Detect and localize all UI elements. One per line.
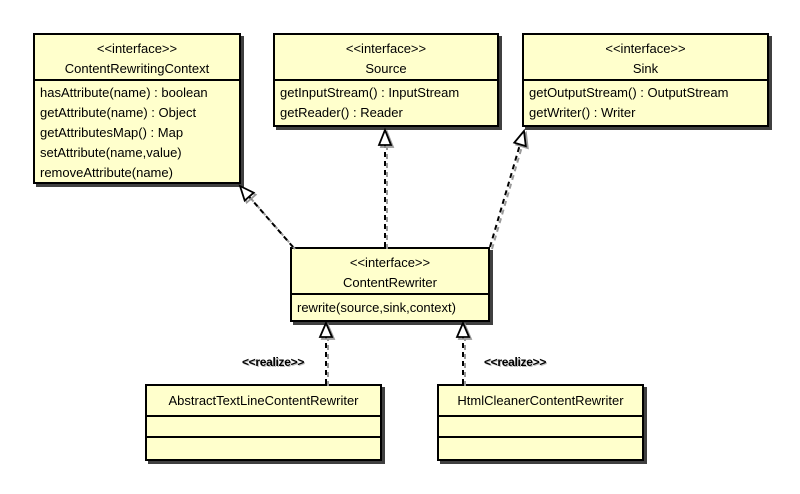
methods-compartment: getInputStream() : InputStream getReader…: [275, 81, 497, 123]
class-box-abstract-text-line-content-rewriter: AbstractTextLineContentRewriter: [145, 384, 382, 461]
class-name: Source: [365, 61, 407, 76]
stereotype-label: <<interface>>: [349, 255, 431, 270]
realization-arrow-source: [377, 127, 395, 249]
method-item: setAttribute(name,value): [40, 145, 182, 160]
method-item: getAttribute(name) : Object: [40, 105, 197, 120]
class-header: <<interface>> ContentRewriter: [292, 249, 488, 295]
methods-compartment: [147, 438, 380, 459]
stereotype-label: <<interface>>: [345, 41, 427, 56]
class-header: <<interface>> Sink: [524, 35, 767, 81]
class-name: AbstractTextLineContentRewriter: [147, 386, 380, 417]
method-item: rewrite(source,sink,context): [297, 300, 456, 315]
class-header: <<interface>> ContentRewritingContext: [35, 35, 239, 81]
method-item: getInputStream() : InputStream: [280, 85, 460, 100]
class-box-html-cleaner-content-rewriter: HtmlCleanerContentRewriter: [437, 384, 644, 461]
class-box-content-rewriter: <<interface>> ContentRewriter rewrite(so…: [290, 247, 490, 322]
attributes-compartment: [439, 417, 642, 438]
method-item: removeAttribute(name): [40, 165, 173, 180]
class-name: Sink: [632, 61, 659, 76]
class-box-sink: <<interface>> Sink getOutputStream() : O…: [522, 33, 769, 127]
realization-arrow-sink: [489, 128, 529, 250]
class-name: HtmlCleanerContentRewriter: [439, 386, 642, 417]
method-item: getAttributesMap() : Map: [40, 125, 184, 140]
class-name: ContentRewritingContext: [64, 61, 210, 76]
methods-compartment: rewrite(source,sink,context): [292, 295, 488, 318]
methods-compartment: getOutputStream() : OutputStream getWrit…: [524, 81, 767, 123]
stereotype-label: <<interface>>: [96, 41, 178, 56]
method-item: getReader() : Reader: [280, 105, 403, 120]
realization-arrow-context: [238, 184, 296, 250]
class-name: ContentRewriter: [343, 275, 437, 290]
methods-compartment: hasAttribute(name) : boolean getAttribut…: [35, 81, 239, 183]
method-item: getOutputStream() : OutputStream: [529, 85, 729, 100]
class-box-source: <<interface>> Source getInputStream() : …: [273, 33, 499, 127]
stereotype-label: <<interface>>: [605, 41, 686, 56]
attributes-compartment: [147, 417, 380, 438]
realize-arrow-abstract-text-line: [318, 320, 336, 386]
methods-compartment: [439, 438, 642, 459]
class-box-content-rewriting-context: <<interface>> ContentRewritingContext ha…: [33, 33, 241, 184]
method-item: hasAttribute(name) : boolean: [40, 85, 208, 100]
realize-label-left: <<realize>>: [241, 355, 305, 369]
realize-label-right: <<realize>>: [483, 355, 547, 369]
class-header: <<interface>> Source: [275, 35, 497, 81]
method-item: getWriter() : Writer: [529, 105, 636, 120]
